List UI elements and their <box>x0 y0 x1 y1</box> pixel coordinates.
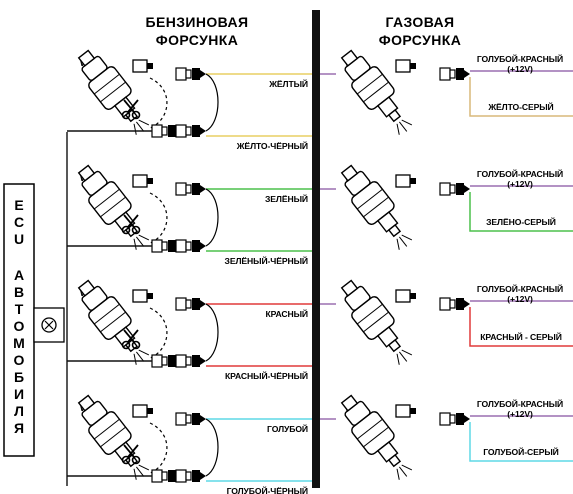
signal-wire-label: ЖЁЛТЫЙ <box>268 78 308 89</box>
gas-signal-label: ЗЕЛЁНО-СЕРЫЙ <box>486 216 556 227</box>
gas-signal-wire <box>469 192 573 232</box>
gas-connector-icon <box>439 67 471 81</box>
gas-signal-label: ЖЁЛТО-СЕРЫЙ <box>487 101 553 112</box>
channel-4: WB 4ГОЛУБОЙГОЛУБОЙ-ЧЁРНЫЙWG 4ГОЛУБОЙ-КРА… <box>67 388 573 494</box>
gas-header-line2: ФОРСУНКА <box>379 32 461 48</box>
ground-wire-label: КРАСНЫЙ-ЧЁРНЫЙ <box>225 370 308 381</box>
ecu-letter: И <box>14 386 24 402</box>
gas-plus-label: ГОЛУБОЙ-КРАСНЫЙ <box>477 53 563 64</box>
ground-connector-icon <box>175 124 207 138</box>
channel-2: WB 2ЗЕЛЁНЫЙЗЕЛЁНЫЙ-ЧЁРНЫЙWG 2ГОЛУБОЙ-КРА… <box>67 158 573 266</box>
gas-injector-icon <box>333 158 421 257</box>
ecu-letter: E <box>14 197 23 213</box>
gas-plus-voltage: (+12V) <box>507 64 533 74</box>
bypass-dashed-line <box>149 77 168 129</box>
gas-connector-icon <box>439 412 471 426</box>
loop-wire <box>205 188 219 247</box>
gas-injector-icon <box>333 388 421 487</box>
ecu-letter: О <box>14 352 25 368</box>
channel-1: WB 1ЖЁЛТЫЙЖЁЛТО-ЧЁРНЫЙWG 1ГОЛУБОЙ-КРАСНЫ… <box>67 43 573 151</box>
signal-wire-label: КРАСНЫЙ <box>265 308 308 319</box>
gas-injector-icon <box>333 273 421 372</box>
gas-plus-voltage: (+12V) <box>507 294 533 304</box>
channel-3: WB 3КРАСНЫЙКРАСНЫЙ-ЧЁРНЫЙWG 3ГОЛУБОЙ-КРА… <box>67 273 573 381</box>
ground-wire-label: ЗЕЛЁНЫЙ-ЧЁРНЫЙ <box>225 255 308 266</box>
signal-connector-icon <box>175 412 207 426</box>
ground-connector-icon <box>175 354 207 368</box>
gas-signal-wire <box>469 77 573 117</box>
harness-bar <box>312 10 320 488</box>
signal-connector-icon <box>175 182 207 196</box>
gas-signal-label: КРАСНЫЙ - СЕРЫЙ <box>480 331 562 342</box>
petrol-injector-icon <box>70 273 158 372</box>
gas-plus-label: ГОЛУБОЙ-КРАСНЫЙ <box>477 168 563 179</box>
ground-wire-label: ЖЁЛТО-ЧЁРНЫЙ <box>236 140 308 151</box>
ecu-letter: В <box>14 284 24 300</box>
petrol-injector-icon <box>70 158 158 257</box>
bypass-dashed-line <box>149 422 168 474</box>
ecu-letter: C <box>14 214 24 230</box>
gas-connector-icon <box>439 297 471 311</box>
ecu-letter: Я <box>14 420 24 436</box>
ecu-letter: Т <box>15 301 24 317</box>
ground-wire-label: ГОЛУБОЙ-ЧЁРНЫЙ <box>227 485 308 494</box>
petrol-header-line1: БЕНЗИНОВАЯ <box>146 14 249 30</box>
ecu-letter: О <box>14 318 25 334</box>
petrol-injector-icon <box>70 43 158 142</box>
gas-header-line1: ГАЗОВАЯ <box>385 14 454 30</box>
gas-plus-voltage: (+12V) <box>507 409 533 419</box>
gas-connector-icon <box>439 182 471 196</box>
ground-connector-icon <box>175 239 207 253</box>
petrol-injector-icon <box>70 388 158 487</box>
gas-injector-icon <box>333 43 421 142</box>
gas-signal-label: ГОЛУБОЙ-СЕРЫЙ <box>483 446 558 457</box>
ecu-letter: А <box>14 267 24 283</box>
bypass-dashed-line <box>149 192 168 244</box>
gas-plus-label: ГОЛУБОЙ-КРАСНЫЙ <box>477 283 563 294</box>
petrol-header-line2: ФОРСУНКА <box>156 32 238 48</box>
loop-wire <box>205 418 219 477</box>
ecu-letter: U <box>14 231 24 247</box>
ecu-letter: Л <box>14 403 24 419</box>
gas-plus-voltage: (+12V) <box>507 179 533 189</box>
signal-connector-icon <box>175 297 207 311</box>
gas-plus-label: ГОЛУБОЙ-КРАСНЫЙ <box>477 398 563 409</box>
gas-signal-wire <box>469 422 573 462</box>
gas-signal-wire <box>469 307 573 347</box>
loop-wire <box>205 303 219 362</box>
ecu-box <box>3 183 35 457</box>
signal-wire-label: ГОЛУБОЙ <box>267 423 308 434</box>
signal-connector-icon <box>175 67 207 81</box>
ground-connector-icon <box>175 469 207 483</box>
loop-wire <box>205 73 219 132</box>
ecu-letter: Б <box>14 369 24 385</box>
signal-wire-label: ЗЕЛЁНЫЙ <box>265 193 308 204</box>
ecu-letter: М <box>13 335 25 351</box>
bypass-dashed-line <box>149 307 168 359</box>
